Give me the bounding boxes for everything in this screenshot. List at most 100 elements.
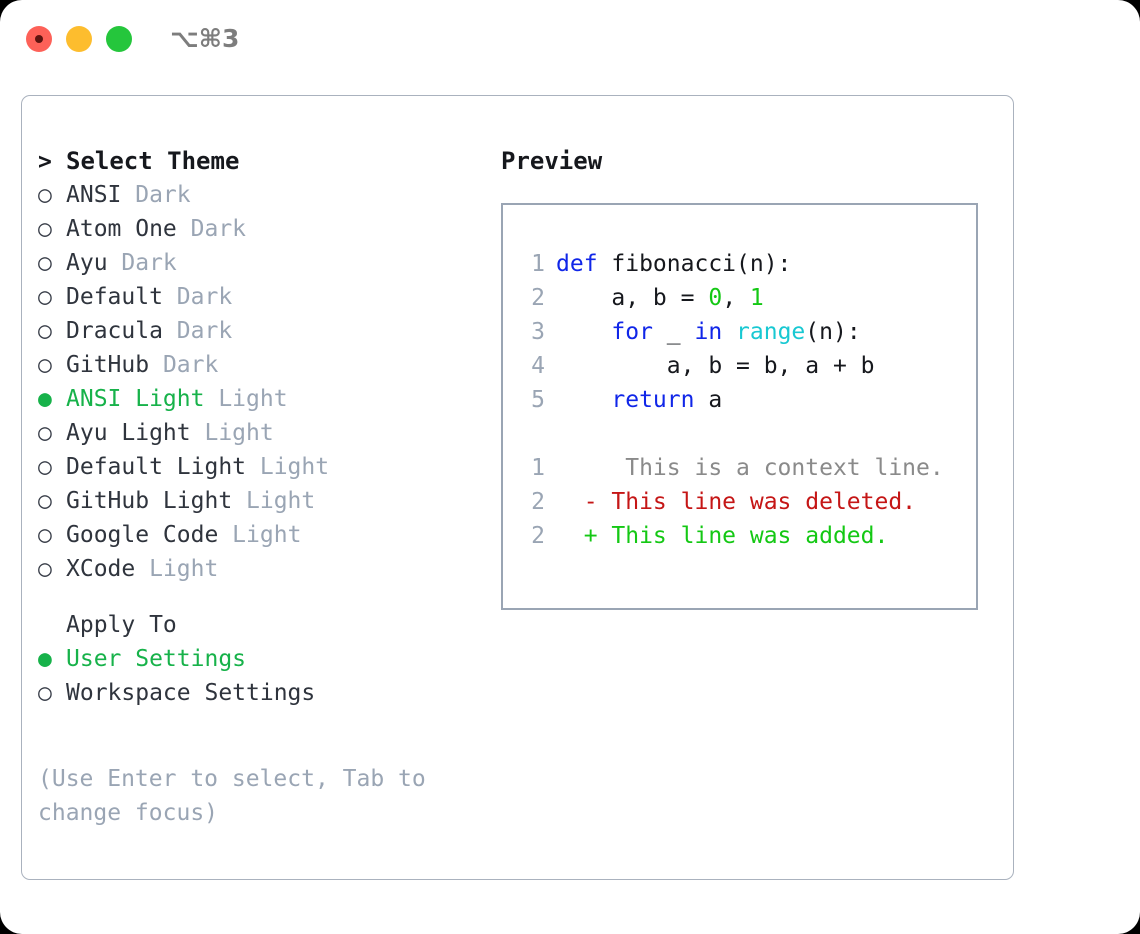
code-token: def — [556, 251, 598, 277]
radio-unselected-icon: ○ — [38, 556, 52, 582]
theme-name: Ayu — [66, 250, 108, 276]
theme-name: Atom One — [66, 216, 177, 242]
theme-list-item[interactable]: ○ANSI Dark — [38, 178, 478, 212]
code-line-text: a, b = b, a + b — [545, 349, 875, 383]
theme-list-item[interactable]: ● ANSI Light Light — [38, 382, 478, 416]
theme-name: ANSI Light — [66, 386, 205, 412]
apply-to-label: Apply To — [66, 612, 177, 638]
code-token: a, b = b, a + b — [556, 353, 875, 379]
keyboard-hint: (Use Enter to select, Tab to change focu… — [38, 766, 426, 826]
diff-line-text: - This line was deleted. — [545, 485, 916, 519]
apply-to-heading: Apply To — [38, 608, 478, 642]
radio-unselected-icon: ○ — [38, 352, 52, 378]
theme-kind-badge: Dark — [149, 352, 219, 378]
theme-list-item[interactable]: ○Ayu Light Light — [38, 416, 478, 450]
diff-line: 2 - This line was deleted. — [515, 485, 968, 519]
theme-name: GitHub Light — [66, 488, 233, 514]
close-button-icon[interactable] — [26, 26, 52, 52]
radio-selected-icon: ● — [38, 646, 52, 672]
theme-kind-badge: Light — [204, 386, 288, 412]
code-token: 0 — [708, 285, 723, 311]
line-number: 5 — [531, 387, 545, 413]
line-number: 1 — [531, 251, 545, 277]
theme-list-item[interactable]: ○Default Light Light — [38, 450, 478, 484]
theme-kind-badge: Dark — [162, 318, 233, 344]
apply-to-option[interactable]: ○ Workspace Settings — [38, 676, 478, 710]
theme-list-item[interactable]: ○Google Code Light — [38, 518, 478, 552]
diff-line-text: + This line was added. — [545, 519, 889, 553]
diff-block: 1 This is a context line.2 - This line w… — [515, 451, 968, 553]
theme-selector: > Select Theme ○ANSI Dark○Atom One Dark○… — [38, 144, 478, 710]
code-token: 1 — [749, 285, 764, 311]
theme-kind-badge: Dark — [162, 284, 233, 310]
code-line: 4 a, b = b, a + b — [515, 349, 968, 383]
theme-list-item[interactable]: ○Ayu Dark — [38, 246, 478, 280]
minimize-button-icon[interactable] — [66, 26, 92, 52]
theme-kind-badge: Light — [135, 556, 219, 582]
diff-line-content: This is a context line. — [597, 455, 944, 481]
theme-list-item[interactable]: ○ Atom One Dark — [38, 212, 478, 246]
theme-list-item[interactable]: ○XCode Light — [38, 552, 478, 586]
code-line: 5 return a — [515, 383, 968, 417]
theme-kind-badge: Dark — [107, 250, 177, 276]
theme-name: GitHub — [66, 352, 150, 378]
theme-kind-badge: Light — [246, 454, 330, 480]
apply-to-options: ● User Settings ○ Workspace Settings — [38, 642, 478, 710]
code-token: return — [611, 387, 695, 413]
title-bar: ⌥⌘3 — [0, 0, 1140, 78]
content-panel: > Select Theme ○ANSI Dark○Atom One Dark○… — [21, 95, 1014, 880]
preview-title: Preview — [501, 147, 603, 175]
apply-to-option-label: Workspace Settings — [66, 680, 316, 706]
radio-selected-icon: ● — [38, 386, 52, 412]
code-line-text: def fibonacci(n): — [545, 247, 791, 281]
window-shortcut-label: ⌥⌘3 — [170, 24, 240, 53]
code-token: , — [722, 285, 750, 311]
code-token — [722, 319, 736, 345]
diff-line-number: 1 — [531, 455, 545, 481]
radio-unselected-icon: ○ — [38, 454, 52, 480]
zoom-button-icon[interactable] — [106, 26, 132, 52]
section-spacer — [38, 586, 478, 608]
line-number: 3 — [531, 319, 545, 345]
line-number: 4 — [531, 353, 545, 379]
diff-line: 1 This is a context line. — [515, 451, 968, 485]
code-token: (n): — [805, 319, 861, 345]
theme-list-item[interactable]: ○Dracula Dark — [38, 314, 478, 348]
diff-marker — [556, 455, 598, 481]
theme-kind-badge: Light — [190, 420, 274, 446]
theme-list-item[interactable]: ○Default Dark — [38, 280, 478, 314]
diff-line-content: This line was deleted. — [597, 489, 917, 515]
apply-to-option-label: User Settings — [66, 646, 247, 672]
select-theme-heading: > Select Theme — [38, 144, 478, 178]
diff-line-content: This line was added. — [597, 523, 889, 549]
theme-name: ANSI — [66, 182, 122, 208]
line-number: 2 — [531, 285, 545, 311]
apply-to-indent — [38, 608, 66, 642]
theme-list-item[interactable]: ○GitHub Light Light — [38, 484, 478, 518]
preview-header: Preview — [501, 144, 1001, 178]
radio-unselected-icon: ○ — [38, 182, 52, 208]
select-theme-label: Select Theme — [66, 147, 240, 175]
code-line: 3 for _ in range(n): — [515, 315, 968, 349]
radio-unselected-icon: ○ — [38, 680, 52, 706]
theme-list: ○ANSI Dark○Atom One Dark○Ayu Dark○Defaul… — [38, 178, 478, 586]
theme-kind-badge: Light — [218, 522, 302, 548]
diff-line: 2 + This line was added. — [515, 519, 968, 553]
radio-unselected-icon: ○ — [38, 216, 52, 242]
code-token — [556, 319, 611, 345]
apply-to-option[interactable]: ● User Settings — [38, 642, 478, 676]
theme-list-item[interactable]: ○ GitHub Dark — [38, 348, 478, 382]
theme-name: Dracula — [66, 318, 163, 344]
theme-kind-badge: Dark — [176, 216, 247, 242]
code-line: 2 a, b = 0, 1 — [515, 281, 968, 315]
radio-unselected-icon: ○ — [38, 522, 52, 548]
code-line-text: return a — [545, 383, 722, 417]
code-token: in — [694, 319, 723, 345]
theme-kind-badge: Light — [232, 488, 316, 514]
code-token: range — [736, 319, 806, 345]
theme-name: Default — [66, 284, 163, 310]
